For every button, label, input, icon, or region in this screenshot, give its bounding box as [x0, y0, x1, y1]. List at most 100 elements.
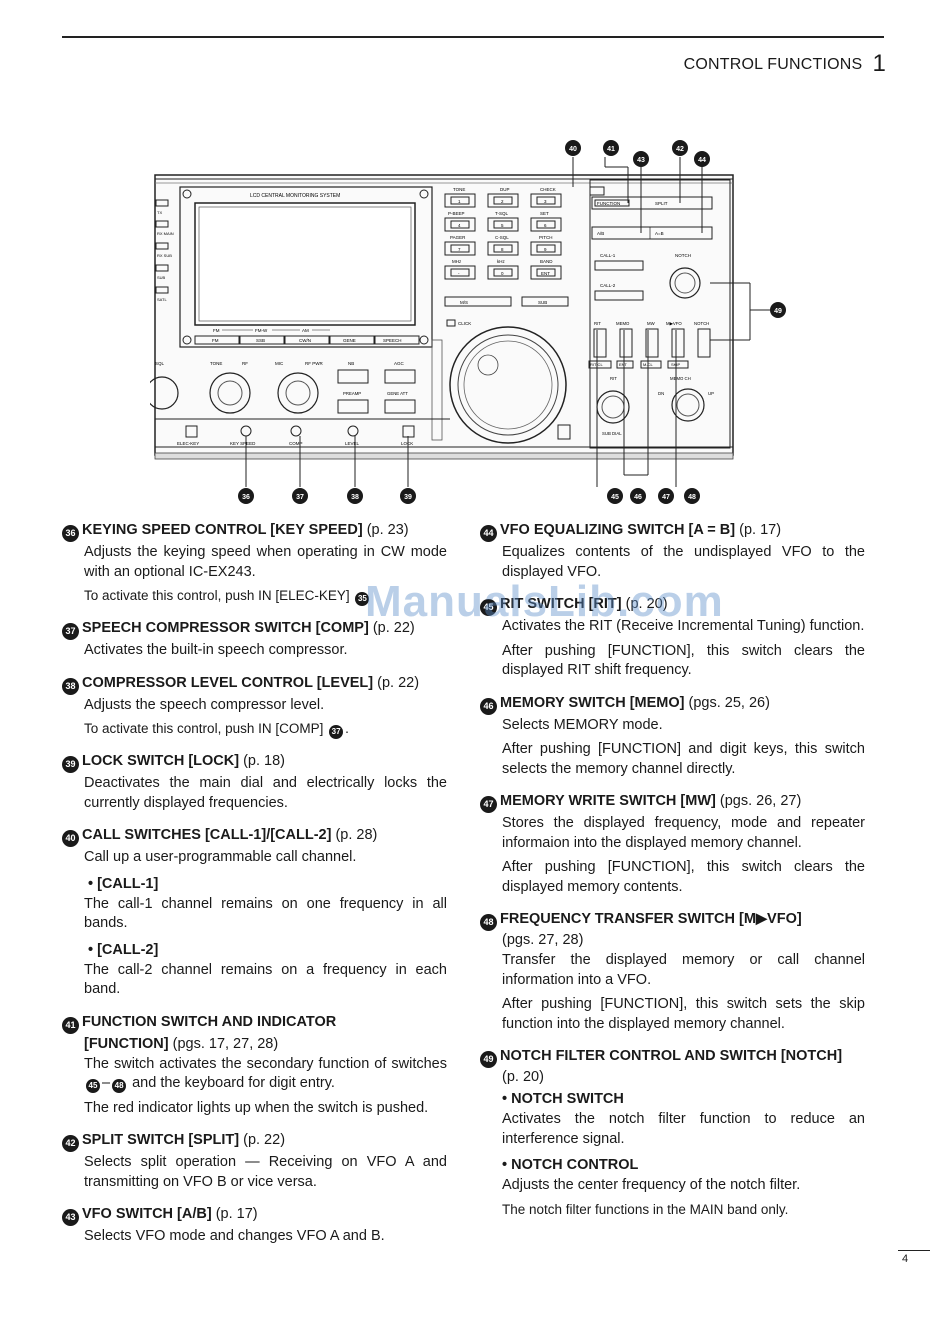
lcd-title: LCD CENTRAL MONITORING SYSTEM: [250, 193, 340, 199]
entry-title2-41: [FUNCTION]: [84, 1035, 169, 1052]
sub-dial-label: SUB DIAL: [602, 431, 622, 436]
side-label-2: RX SUB: [157, 253, 172, 258]
entry-badge-42: 42: [62, 1135, 79, 1152]
agc-button: [384, 369, 416, 384]
chapter-number: 1: [872, 50, 886, 77]
mic-rfpwr-knob: [277, 372, 319, 414]
entry-badge-43: 43: [62, 1209, 79, 1226]
callout-badges: 40 41 43 42 44 49 36 37 38 39 45 46 47 4…: [238, 140, 786, 504]
entry-title-49: NOTCH FILTER CONTROL AND SWITCH [NOTCH]: [500, 1048, 843, 1064]
mem-mvfo: M▶VFO: [666, 321, 682, 326]
side-label-3: SUB: [157, 275, 166, 280]
entry-title-46: MEMORY SWITCH [MEMO]: [500, 694, 685, 711]
side-label-4: SATL: [157, 297, 167, 302]
mode-top-am: AM: [302, 328, 309, 333]
comp-label: COMP: [289, 441, 303, 446]
knob-nb: NB: [348, 361, 354, 366]
entry-page-46: (pgs. 25, 26): [688, 694, 770, 711]
entry-desc-42: Selects split operation — Receiving on V…: [84, 1154, 447, 1190]
entry-badge-48: 48: [480, 914, 497, 931]
mem-notch: NOTCH: [694, 321, 709, 326]
split-label: SPLIT: [655, 201, 668, 206]
entry-note-41: The red indicator lights up when the swi…: [84, 1099, 429, 1116]
knob-sql: SQL: [155, 361, 165, 366]
mode-cwn: CW/N: [299, 338, 311, 343]
entry-badge-40: 40: [62, 830, 79, 847]
mode-speech: SPEECH: [383, 338, 402, 343]
level-label: LEVEL: [345, 441, 360, 446]
entry-page-45: (p. 20): [625, 596, 668, 612]
entry-badge-46: 46: [480, 697, 497, 715]
ab-label: A/B: [597, 231, 604, 236]
sub-label: SUB: [538, 300, 547, 305]
nb-button: [337, 369, 369, 384]
entry-badge-37: 37: [62, 623, 79, 640]
aeqb-label: A=B: [655, 231, 664, 236]
entry-title-45: RIT SWITCH [RIT]: [500, 596, 622, 612]
elec-key-label: ELEC-KEY: [177, 441, 199, 446]
mem-mw: MW: [647, 321, 656, 326]
knob-rfpwr: RF PWR: [305, 361, 323, 366]
entry-desc-a-41: The switch activates the secondary funct…: [84, 1055, 447, 1072]
entry-page-48: (pgs. 27, 28): [502, 932, 584, 948]
entry-page-49: (p. 20): [502, 1069, 544, 1085]
entry-note-38: To activate this control, push IN [COMP]: [84, 721, 324, 736]
entry-sub2-40: • [CALL-2]: [88, 941, 159, 958]
callout-45: 45: [611, 494, 619, 501]
entry-badge-44: 44: [480, 525, 497, 542]
callout-47: 47: [662, 494, 670, 501]
entry-page-37: (p. 22): [372, 620, 415, 636]
entry-title-40: CALL SWITCHES [CALL-1]/[CALL-2]: [82, 827, 332, 843]
digit-6: 6: [544, 223, 547, 228]
side-label-0: TX: [157, 210, 162, 215]
entry-desc2-47: After pushing [FUNCTION], this switch cl…: [502, 859, 865, 895]
key-mhz: MHz: [452, 259, 462, 264]
key-check: CHECK: [540, 187, 556, 192]
side-indicators: TX RX MAIN RX SUB SUB SATL: [155, 199, 174, 302]
entry-badge-36: 36: [62, 525, 79, 542]
knob-agc: AGC: [394, 361, 405, 366]
ms-label: M/S: [460, 300, 468, 305]
digit-3: 3: [544, 199, 547, 204]
entry-sub1-40: • [CALL-1]: [88, 875, 159, 892]
entry-ref-b-41: 48: [112, 1079, 127, 1093]
callout-36: 36: [242, 494, 250, 501]
rit-knob-label: RIT: [610, 376, 617, 381]
key-tsql: T-SQL: [495, 211, 509, 216]
entry-badge-39: 39: [62, 756, 79, 773]
key-pitch: PITCH: [539, 235, 553, 240]
entry-note-49: The notch filter functions in the MAIN b…: [502, 1201, 789, 1217]
entry-title-41: FUNCTION SWITCH AND INDICATOR: [82, 1013, 337, 1030]
entry-sub1-49: • NOTCH SWITCH: [502, 1091, 624, 1107]
lock-label: LOCK: [401, 441, 413, 446]
mode-top-fmw: FM-W: [255, 328, 268, 333]
side-label-1: RX MAIN: [157, 231, 174, 236]
key-csql: C-SQL: [495, 235, 509, 240]
digit-ent: ENT: [541, 271, 550, 276]
click-label: CLICK: [458, 321, 471, 326]
notch-knob: [669, 267, 701, 299]
callout-42: 42: [676, 146, 684, 153]
key-speed-label: KEY SPEED: [230, 441, 256, 446]
entry-desc-39: Deactivates the main dial and electrical…: [84, 775, 447, 811]
knob-rf: RF: [242, 361, 248, 366]
callout-49: 49: [774, 308, 782, 315]
key-tone: TONE: [453, 187, 465, 192]
entry-badge-49: 49: [480, 1051, 497, 1068]
entry-page-43: (p. 17): [215, 1206, 258, 1222]
page-number: 4: [902, 1253, 909, 1265]
callout-leaders: [245, 157, 770, 487]
call1-label: CALL-1: [600, 253, 616, 258]
memo-ch-label: MEMO CH: [670, 376, 691, 381]
digit-1: 1: [458, 199, 461, 204]
preamp-label: PREAMP: [343, 391, 361, 396]
